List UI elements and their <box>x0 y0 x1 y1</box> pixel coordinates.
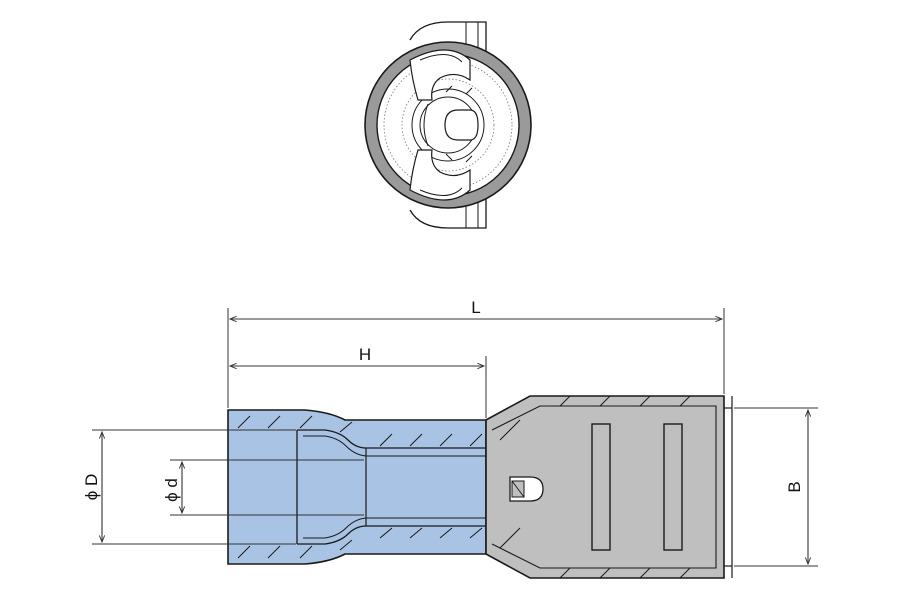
end-view <box>364 21 532 229</box>
dimensions: L H ϕ D ϕ d B <box>82 298 818 567</box>
tab-slot-right <box>663 423 683 551</box>
end-view-dimple <box>444 109 479 141</box>
tab-slot-left <box>591 423 611 551</box>
dim-label-D: ϕ D <box>82 474 101 501</box>
dim-label-d: ϕ d <box>162 478 181 502</box>
end-view-upper-contact <box>409 49 471 101</box>
dim-label-H: H <box>359 345 371 364</box>
insulation-sleeve <box>227 409 487 565</box>
dim-label-B: B <box>785 481 804 492</box>
side-view <box>227 395 733 579</box>
section-hatching <box>237 415 483 559</box>
end-view-lower-contact <box>409 149 471 201</box>
dim-label-L: L <box>471 298 480 317</box>
